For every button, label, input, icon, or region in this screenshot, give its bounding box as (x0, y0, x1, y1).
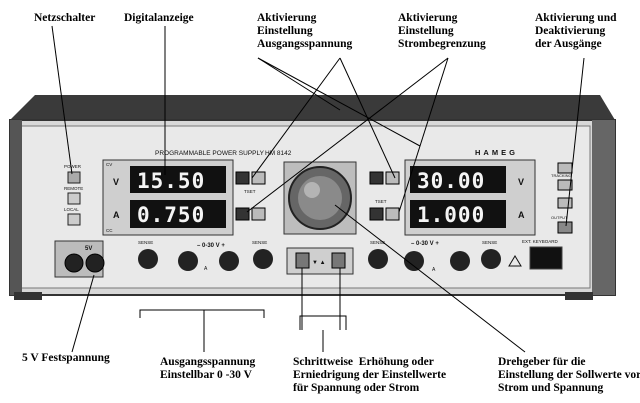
right-voltage-display (410, 166, 506, 193)
power-button[interactable] (67, 171, 81, 184)
callout-ausgaenge: Aktivierung und Deaktivierung der Ausgän… (535, 12, 617, 50)
sense-left-2-terminal[interactable] (253, 249, 273, 269)
left-current-value: 0.750 (137, 203, 205, 227)
power-label: POWER (64, 164, 82, 169)
foot-right (565, 292, 593, 300)
right-output-terminal-plus[interactable] (450, 251, 470, 271)
sense-left-1-terminal[interactable] (138, 249, 158, 269)
callout-netzschalter: Netzschalter (34, 12, 96, 24)
range-right-label: – 0-30 V + (411, 241, 439, 247)
right-a-label: A (432, 267, 436, 273)
ext-keyboard-label: EXT. KEYBOARD (522, 239, 559, 244)
right-output-terminal-minus[interactable] (404, 251, 424, 271)
sense-right-2-terminal[interactable] (481, 249, 501, 269)
callout-festspannung: 5 V Festspannung (22, 352, 110, 364)
housing-top (10, 95, 615, 120)
device-model: HM 8142 (265, 150, 292, 157)
encoder-knob-cap (298, 176, 342, 220)
device-title: PROGRAMMABLE POWER SUPPLY (155, 150, 265, 157)
step-down-button[interactable] (295, 252, 310, 269)
left-cv-label: CV (106, 162, 112, 167)
callout-lines (51, 25, 585, 353)
local-label: LOCAL (64, 207, 79, 212)
warning-icon (508, 255, 522, 267)
callout-schrittweise: Schrittweise Erhöhung oder Erniedrigung … (293, 356, 447, 394)
remote-label: REMOTE (64, 186, 83, 191)
right-current-value: 1.000 (417, 203, 485, 227)
step-up-button[interactable] (331, 252, 346, 269)
left-current-select-button[interactable] (251, 207, 266, 221)
side-left (10, 120, 22, 295)
step-arrows-label: ▼ ▲ (312, 260, 326, 266)
left-voltage-set-button[interactable] (235, 171, 250, 185)
callout-aktivierung-strom: Aktivierung Einstellung Strombegrenzung (398, 12, 486, 50)
brand-logo: HAMEG (475, 148, 518, 157)
right-current-set-button[interactable] (369, 207, 384, 221)
callout-ausgangsspannung: Ausgangsspannung Einstellbar 0 -30 V (160, 356, 256, 381)
callout-drehgeber: Drehgeber für die Einstellung der Sollwe… (498, 356, 640, 394)
encoder-highlight (304, 182, 320, 198)
callout-digitalanzeige: Digitalanzeige (124, 12, 194, 24)
sense-right-2-label: SENSE (482, 240, 497, 245)
sense-right-1-label: SENSE (370, 240, 385, 245)
callout-aktivierung-spannung: Aktivierung Einstellung Ausgangsspannung (257, 12, 353, 50)
right-top-button[interactable] (557, 162, 573, 174)
right-tset-label: TSET (375, 199, 387, 204)
left-current-set-button[interactable] (235, 207, 250, 221)
right-voltage-set-button[interactable] (369, 171, 384, 185)
side-right (592, 120, 615, 295)
left-output-terminal-plus[interactable] (219, 251, 239, 271)
tracking-2-button[interactable] (557, 197, 573, 209)
left-current-display (130, 200, 226, 228)
fixed-5v-label: 5V (85, 246, 92, 252)
left-output-terminal-minus[interactable] (178, 251, 198, 271)
right-a-unit: A (518, 210, 525, 220)
right-current-select-button[interactable] (385, 207, 400, 221)
remote-button[interactable] (67, 192, 81, 205)
left-voltage-value: 15.50 (137, 169, 205, 193)
left-a-label: A (204, 266, 208, 272)
tracking-button[interactable] (557, 179, 573, 191)
left-voltage-display (130, 166, 226, 193)
right-voltage-value: 30.00 (417, 169, 485, 193)
fixed-5v-terminal-minus[interactable] (64, 253, 84, 273)
left-voltage-select-button[interactable] (251, 171, 266, 185)
left-cc-label: CC (106, 228, 113, 233)
left-tset-label: TSET (244, 189, 256, 194)
output-button[interactable] (557, 221, 573, 234)
left-a-unit: A (113, 210, 120, 220)
fixed-5v-terminal-plus[interactable] (85, 253, 105, 273)
sense-left-1-label: SENSE (138, 240, 153, 245)
right-v-unit: V (518, 177, 524, 187)
ext-keyboard-port[interactable] (529, 246, 563, 270)
sense-left-2-label: SENSE (252, 240, 267, 245)
output-label: OUTPUT (551, 215, 568, 220)
tracking-label: TRACKING (551, 173, 572, 178)
right-current-display (410, 200, 506, 228)
sense-right-1-terminal[interactable] (368, 249, 388, 269)
left-v-unit: V (113, 177, 119, 187)
range-left-label: – 0-30 V + (197, 243, 225, 249)
right-voltage-select-button[interactable] (385, 171, 400, 185)
foot-left (14, 292, 42, 300)
local-button[interactable] (67, 213, 81, 226)
